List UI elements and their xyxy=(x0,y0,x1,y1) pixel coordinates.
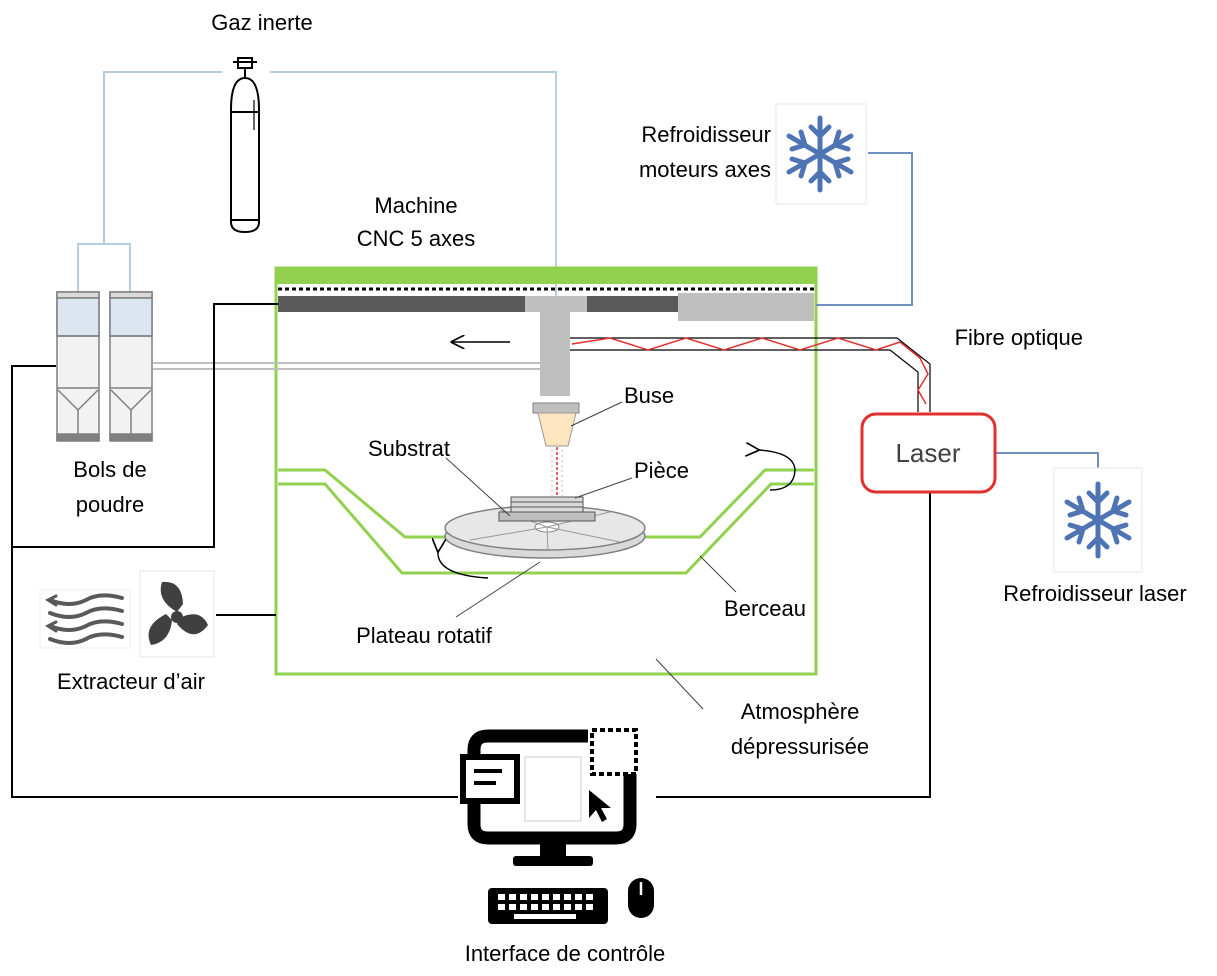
deposition-stream xyxy=(551,447,563,498)
laser-label: Laser xyxy=(895,438,960,468)
machine-label-line1: Machine xyxy=(374,193,457,218)
leader-lines xyxy=(445,401,737,710)
snowflake-icon xyxy=(1053,467,1143,573)
table-label: Plateau rotatif xyxy=(356,623,493,648)
mouse-icon xyxy=(628,878,654,918)
powder-label-line2: poudre xyxy=(76,492,145,517)
gas-label: Gaz inerte xyxy=(211,10,313,35)
keyboard-icon xyxy=(488,888,608,924)
machine-enclosure xyxy=(274,266,818,676)
table-rotation-arrow xyxy=(438,551,489,579)
substrate-label: Substrat xyxy=(368,436,450,461)
laser-box xyxy=(860,412,997,494)
atmosphere-label-line1: Atmosphère xyxy=(741,699,860,724)
rotary-table xyxy=(444,496,646,559)
part-label: Pièce xyxy=(634,458,689,483)
chiller-laser-label: Refroidisseur laser xyxy=(1003,581,1186,606)
powder-bowl-left xyxy=(56,291,100,442)
extractor-label: Extracteur d’air xyxy=(57,669,205,694)
snowflake-icon xyxy=(775,103,867,205)
control-wires xyxy=(11,303,931,798)
chiller-lines xyxy=(816,152,1099,468)
optical-fiber xyxy=(570,337,931,412)
powder-label-line1: Bols de xyxy=(73,457,146,482)
powder-bowl-right xyxy=(109,291,153,442)
fan-icon xyxy=(139,570,215,658)
chiller-axes-label-line1: Refroidisseur xyxy=(641,122,771,147)
chiller-axes-label-line2: moteurs axes xyxy=(639,157,771,182)
airflow-icon xyxy=(39,589,131,649)
cradle-label: Berceau xyxy=(724,596,806,621)
nozzle-label: Buse xyxy=(624,383,674,408)
machine-label-line2: CNC 5 axes xyxy=(357,226,476,251)
powder-feed-tubes xyxy=(153,362,540,370)
cradle-rotation-arrow xyxy=(758,450,796,491)
gas-lines xyxy=(77,71,557,300)
computer-monitor-icon xyxy=(460,728,638,866)
fiber-label: Fibre optique xyxy=(955,325,1083,350)
gas-cylinder-icon xyxy=(230,57,260,234)
nozzle xyxy=(537,412,577,447)
control-label: Interface de contrôle xyxy=(465,941,666,966)
atmosphere-label-line2: dépressurisée xyxy=(731,734,869,759)
